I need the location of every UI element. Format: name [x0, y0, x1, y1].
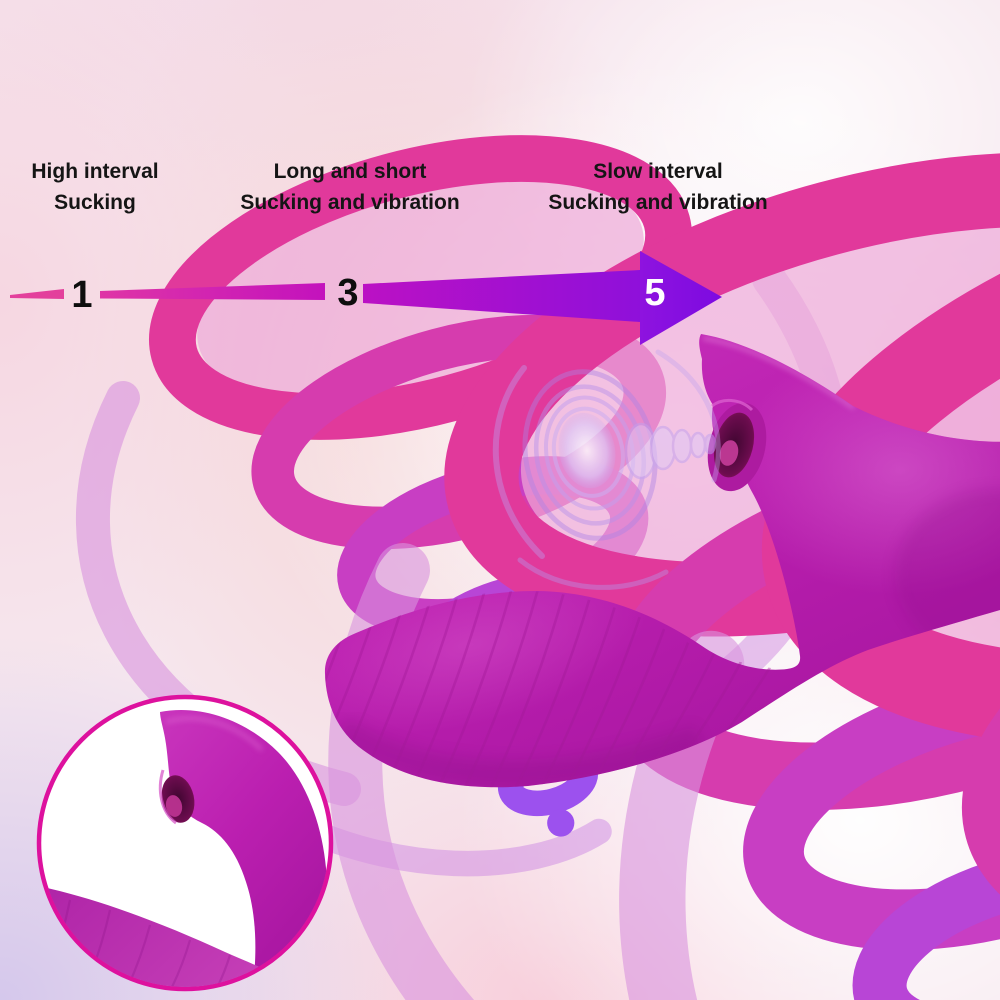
- mode-label-2: Long and short Sucking and vibration: [222, 156, 478, 218]
- mode-label-2-line-2: Sucking and vibration: [240, 191, 460, 214]
- arrow-end-segment: [363, 270, 640, 322]
- suction-vortex-icon: [492, 349, 721, 590]
- scale-level-3: 3: [337, 272, 359, 314]
- closeup-inset: [36, 694, 334, 992]
- intensity-arrow: [10, 251, 722, 345]
- mode-label-3-line-2: Sucking and vibration: [548, 191, 768, 214]
- sucking-mouth: [707, 399, 767, 492]
- inset-sucker-tip: [160, 709, 328, 987]
- mode-label-1: High interval Sucking: [0, 156, 190, 218]
- arrow-tail-segment: [10, 289, 64, 299]
- scale-level-1: 1: [71, 274, 93, 316]
- mode-label-1-line-1: High interval: [31, 160, 159, 183]
- mode-label-2-line-1: Long and short: [273, 160, 427, 183]
- arrow-mid-segment: [100, 283, 325, 300]
- mode-label-1-line-2: Sucking: [54, 191, 136, 214]
- scale-level-5: 5: [644, 272, 666, 314]
- mode-label-3: Slow interval Sucking and vibration: [528, 156, 788, 218]
- mode-label-3-line-1: Slow interval: [593, 160, 723, 183]
- vortex-cone: [624, 422, 717, 480]
- arrow-head: [640, 251, 722, 345]
